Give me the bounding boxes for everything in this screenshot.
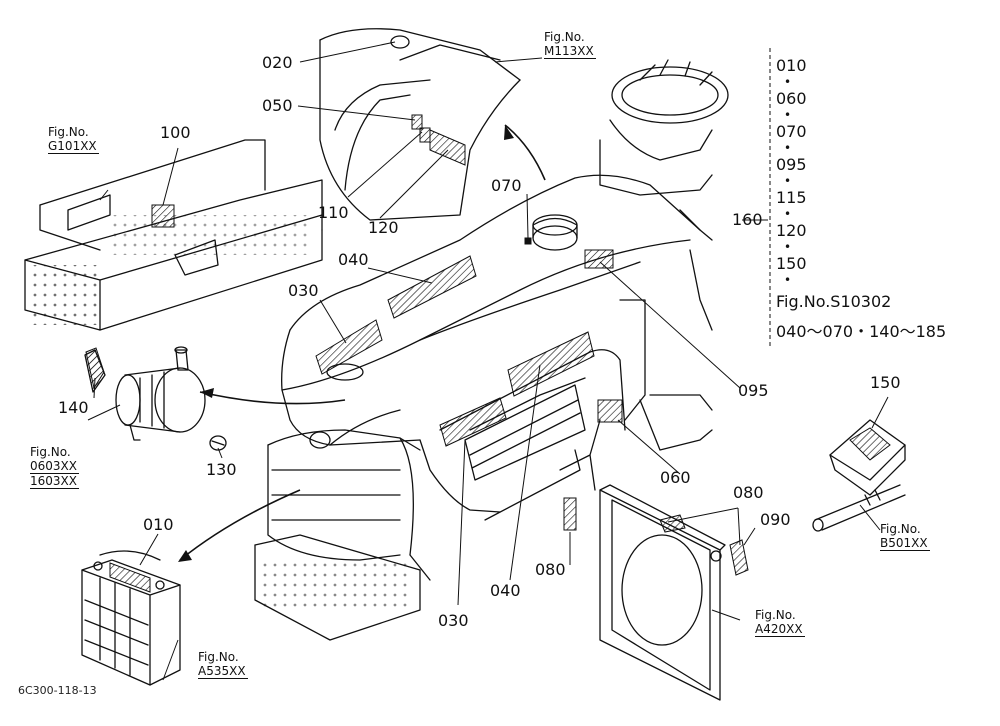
side-vent <box>464 384 586 521</box>
figref-code-2: 1603XX <box>30 474 79 489</box>
decal-list-separator: • <box>784 141 792 155</box>
figref-code: B501XX <box>880 536 930 551</box>
front-bumper <box>254 534 421 641</box>
figref-code: G101XX <box>48 139 99 154</box>
callout-010: 010 <box>143 515 174 534</box>
callout-140: 140 <box>58 398 89 417</box>
decal-list-separator: • <box>784 108 792 122</box>
decal-list-item: 115 <box>776 188 807 207</box>
hood-panel-upper <box>319 28 521 221</box>
callout-080-left: 080 <box>535 560 566 579</box>
figref-code-1: 0603XX <box>30 459 79 474</box>
figref-a535: Fig.No. A535XX <box>198 650 248 679</box>
callout-095: 095 <box>738 381 769 400</box>
decal-list-item: 010 <box>776 56 807 75</box>
radiator-frame <box>599 484 726 701</box>
decal-list-item: 070 <box>776 122 807 141</box>
decal-list-range: 040～070・140～185 <box>776 322 947 341</box>
figref-label: Fig.No. <box>755 608 796 622</box>
callout-060: 060 <box>660 468 691 487</box>
figref-label: Fig.No. <box>880 522 921 536</box>
callout-070: 070 <box>491 176 522 195</box>
battery <box>81 550 181 686</box>
decal-list-separator: • <box>784 240 792 254</box>
drawing-code: 6C300-118-13 <box>18 684 97 697</box>
figref-b501: Fig.No. B501XX <box>880 522 930 551</box>
figref-m113: Fig.No. M113XX <box>544 30 596 59</box>
hood-outline <box>281 174 713 513</box>
figref-code: M113XX <box>544 44 596 59</box>
decal-list-fig: Fig.No.S10302 <box>776 292 892 311</box>
figref-g101: Fig.No. G101XX <box>48 125 99 154</box>
callout-040-top: 040 <box>338 250 369 269</box>
callout-150: 150 <box>870 373 901 392</box>
figref-code: A535XX <box>198 664 248 679</box>
callout-090: 090 <box>760 510 791 529</box>
callout-100: 100 <box>160 123 191 142</box>
callout-120: 120 <box>368 218 399 237</box>
figref-label: Fig.No. <box>48 125 89 139</box>
leader-lines <box>87 41 889 681</box>
figref-a420: Fig.No. A420XX <box>755 608 805 637</box>
decal-list-separator: • <box>784 75 792 89</box>
bracket-150 <box>812 419 906 532</box>
callout-030-top: 030 <box>288 281 319 300</box>
figref-label: Fig.No. <box>30 445 71 459</box>
decal-list-item: 095 <box>776 155 807 174</box>
decals-group <box>85 114 891 593</box>
front-grille <box>267 363 431 581</box>
chassis-frame <box>24 139 323 331</box>
arrows <box>179 124 546 561</box>
figref-code: A420XX <box>755 622 805 637</box>
figref-air-cleaner: Fig.No. 0603XX 1603XX <box>30 445 79 489</box>
decal-list-separator: • <box>784 207 792 221</box>
callout-040-bottom: 040 <box>490 581 521 600</box>
decal-list: 010 • 060 • 070 • 095 • 115 • 120 • 150 … <box>776 56 996 356</box>
decal-list-separator: • <box>784 273 792 287</box>
decal-list-separator: • <box>784 174 792 188</box>
steering-wheel-outline <box>599 59 729 331</box>
figref-label: Fig.No. <box>198 650 239 664</box>
decal-list-item: 060 <box>776 89 807 108</box>
figref-label: Fig.No. <box>544 30 585 44</box>
cap-130 <box>209 435 227 451</box>
fuel-cap <box>532 214 578 251</box>
decal-list-item: 120 <box>776 221 807 240</box>
callout-050: 050 <box>262 96 293 115</box>
callout-080-right: 080 <box>733 483 764 502</box>
arrowheads <box>178 125 514 562</box>
callout-020: 020 <box>262 53 293 72</box>
air-cleaner <box>115 346 206 441</box>
callout-130: 130 <box>206 460 237 479</box>
decal-list-item: 150 <box>776 254 807 273</box>
callout-030-bottom: 030 <box>438 611 469 630</box>
callout-110: 110 <box>318 203 349 222</box>
callout-160: 160 <box>732 210 763 229</box>
